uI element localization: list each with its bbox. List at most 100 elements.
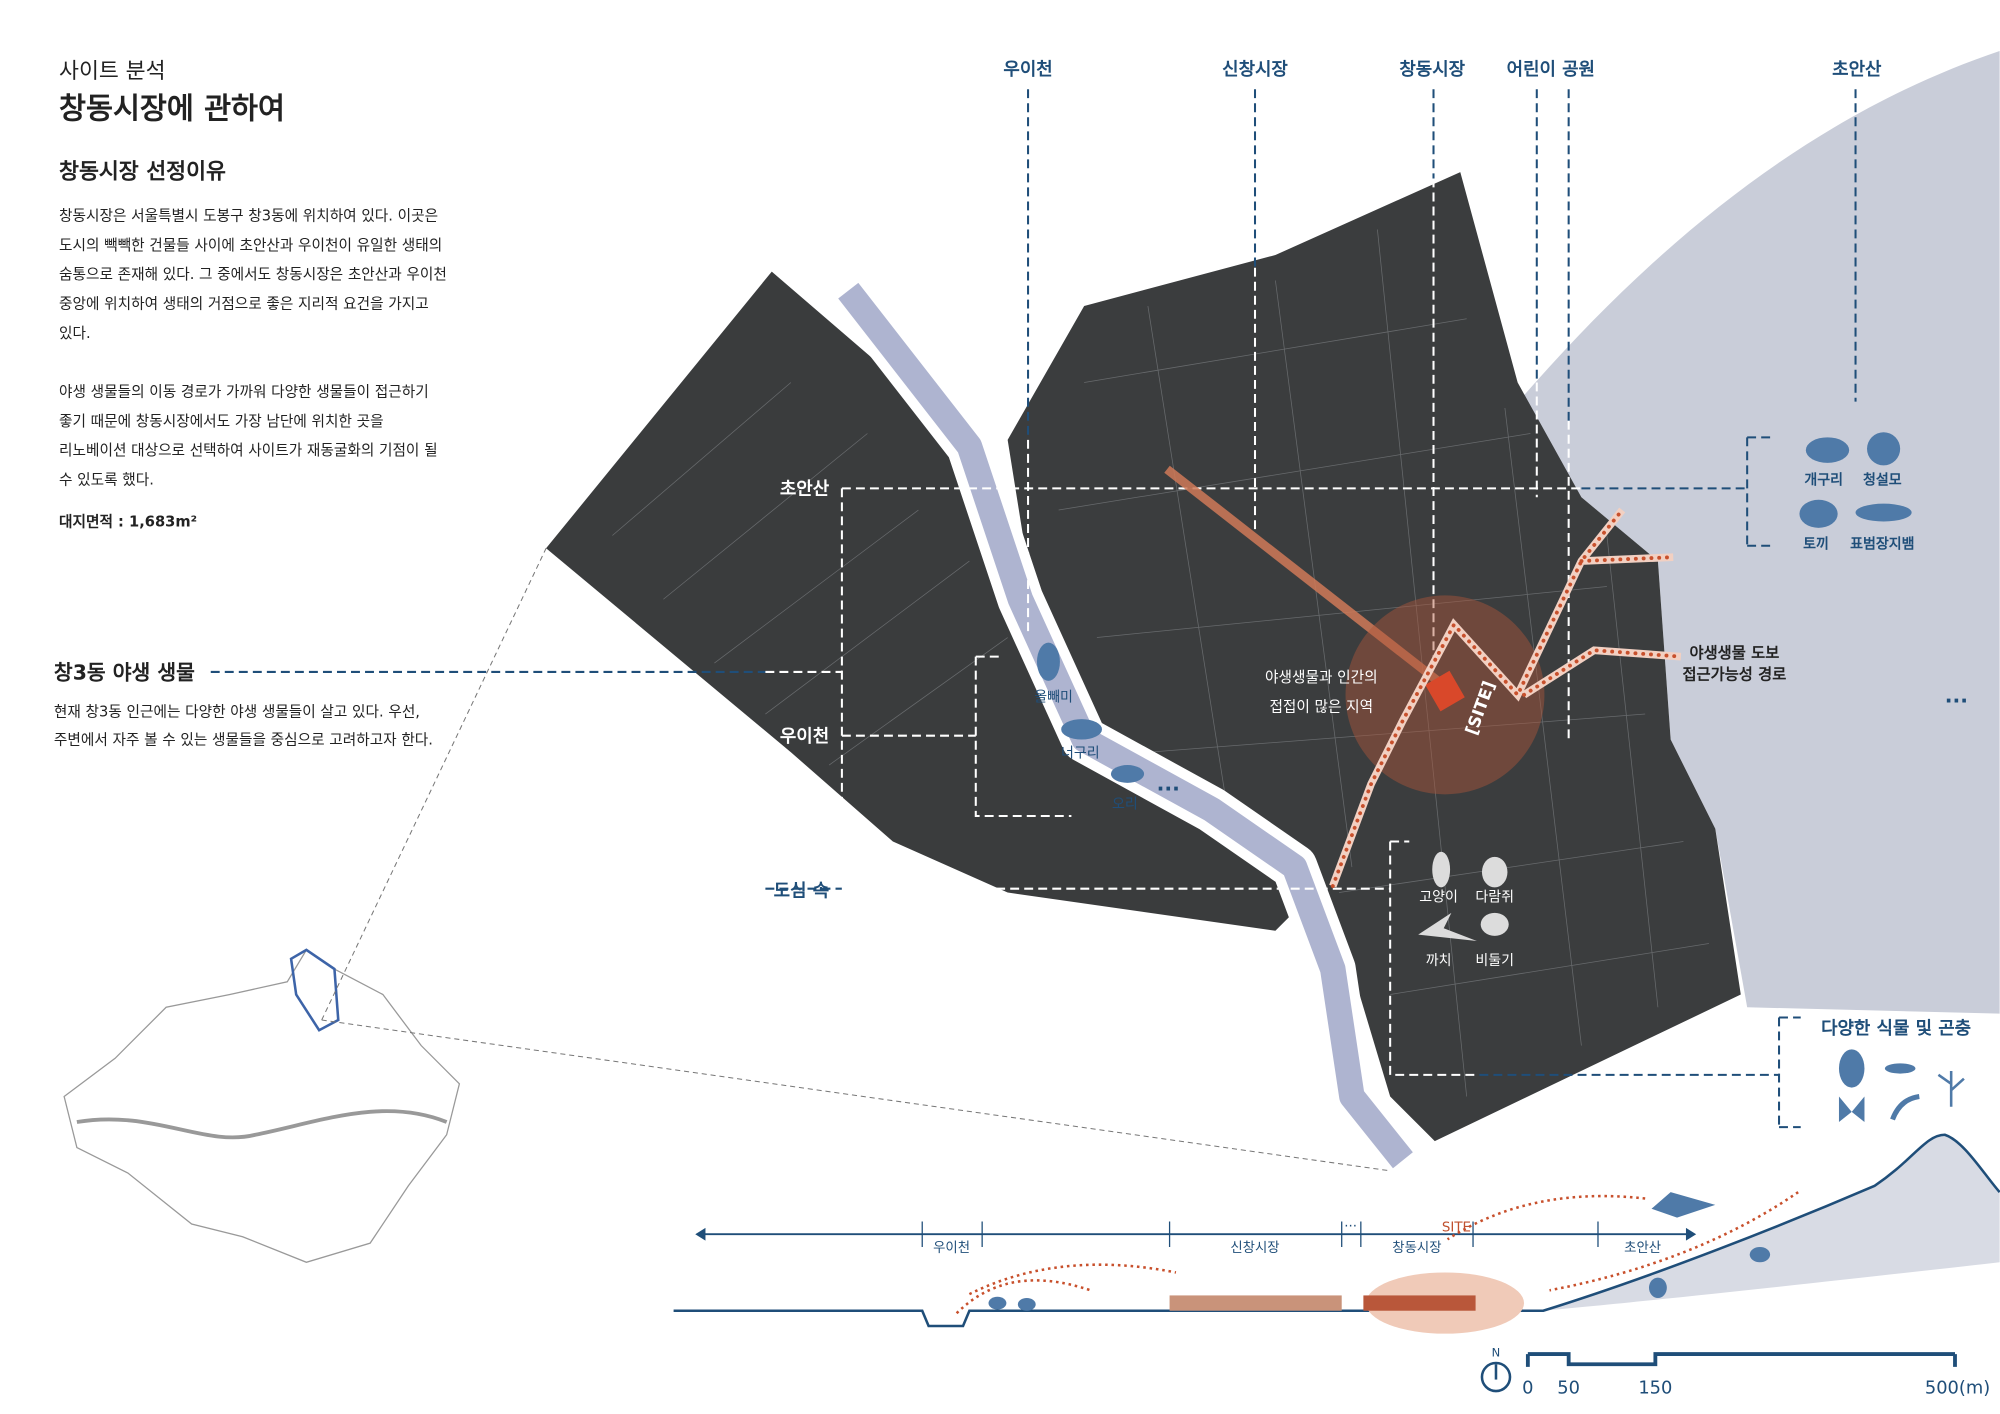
ground-line: [673, 1133, 2000, 1328]
more-ellipsis: ...: [1157, 772, 1180, 796]
animal-label: 청설모: [1863, 473, 1902, 489]
site-block: [1425, 670, 1465, 712]
seoul-map: [63, 948, 461, 1263]
animal-label: 올빼미: [1034, 689, 1073, 705]
animal-label: 고양이: [1419, 889, 1458, 905]
text-line: 좋기 때문에 창동시장에서도 가장 남단에 위치한 곳을: [59, 413, 384, 430]
squirrel-icon: [1648, 1277, 1667, 1298]
river-water: [838, 282, 1413, 1169]
site-area: 대지면적 : 1,683m²: [59, 513, 197, 531]
section-label: 신창시장: [1230, 1240, 1279, 1256]
north-arrow-icon: [1480, 1361, 1512, 1393]
paragraph-1: 창동시장은 서울특별시 도봉구 창3동에 위치하여 있다. 이곳은 도시의 빽빽…: [59, 208, 447, 342]
label-uicheon: 우이천: [1003, 59, 1052, 80]
mountain-animals: 개구리 청설모 토끼 표범장지뱀: [1799, 432, 1915, 552]
changdong-market-block: [1363, 1295, 1476, 1311]
page-title: 창동시장에 관하여: [59, 92, 285, 126]
contact-zone-label: 접접이 많은 지역: [1269, 698, 1373, 715]
scale-tick: 500(m): [1925, 1378, 1990, 1399]
side-label-stream: 우이천: [780, 726, 829, 747]
category-label: 사이트 분석: [59, 59, 166, 84]
label-childrens-park: 어린이 공원: [1507, 59, 1595, 80]
section-label: 초안산: [1624, 1240, 1661, 1256]
duck-icon: [988, 1296, 1007, 1310]
dobong-district: [289, 948, 340, 1032]
scale-tick: 150: [1638, 1378, 1672, 1399]
wildlife-title: 창3동 야생 생물: [54, 661, 195, 685]
axis-ticks: [921, 1221, 1599, 1247]
rabbit-icon: [1749, 1246, 1771, 1263]
bird-icon: [1651, 1192, 1716, 1218]
market-street-ramp: [1164, 465, 1451, 693]
ant-icon: [1884, 1063, 1916, 1074]
paragraph-2: 야생 생물들의 이동 경로가 가까워 다양한 생물들이 접근하기 좋기 때문에 …: [59, 384, 438, 489]
route-label: 접근가능성 경로: [1682, 666, 1786, 684]
cat-icon: [1432, 851, 1451, 888]
label-changdong-market: 창동시장: [1399, 59, 1465, 80]
mountain-area: [1524, 51, 2000, 1014]
wildlife-route: [1329, 507, 1683, 889]
animal-label: 토끼: [1803, 536, 1829, 552]
worm-icon: [1890, 1093, 1920, 1121]
scale-bar: N 0 50 150 500(m): [1480, 1346, 1990, 1399]
section-dots: ···: [1344, 1219, 1357, 1234]
urban-map-west: [546, 271, 1314, 931]
stream-animals: 올빼미 너구리 오리 ...: [1034, 642, 1180, 812]
pigeon-icon: [1480, 912, 1509, 936]
text-line: 수 있도록 했다.: [59, 472, 154, 489]
north-label: N: [1492, 1346, 1501, 1360]
side-label-city: 도심 속: [774, 880, 829, 901]
plants-insects-icons: [1838, 1049, 1965, 1123]
text-line: 창동시장은 서울특별시 도봉구 창3동에 위치하여 있다. 이곳은: [59, 208, 438, 225]
animal-label: 개구리: [1804, 473, 1843, 489]
city-animals: 고양이 다람쥐 까치 비둘기: [1418, 851, 1514, 969]
zoom-connector: [321, 548, 1388, 1171]
text-line: 주변에서 자주 볼 수 있는 생물들을 중심으로 고려하고자 한다.: [54, 732, 433, 749]
animal-label: 표범장지뱀: [1850, 535, 1914, 552]
frog-icon: [1805, 437, 1850, 463]
text-line: 현재 창3동 인근에는 다양한 야생 생물들이 살고 있다. 우선,: [54, 704, 420, 721]
animal-label: 까치: [1426, 953, 1452, 969]
section-label: 우이천: [933, 1240, 970, 1256]
text-line: 중앙에 위치하여 생태의 거점으로 좋은 지리적 요건을 가지고: [59, 296, 429, 313]
text-line: 있다.: [59, 325, 91, 342]
urban-map-east: [1007, 172, 1741, 1142]
raccoon-icon: [1017, 1297, 1036, 1311]
animal-label: 비둘기: [1475, 953, 1514, 969]
herb-icon: [1937, 1071, 1965, 1107]
leader-lines: [210, 89, 1857, 1129]
rabbit-icon: [1799, 499, 1838, 528]
more-ellipsis: ...: [1945, 684, 1968, 708]
text-line: 숨통으로 존재해 있다. 그 중에서도 창동시장은 초안산과 우이천: [59, 266, 447, 283]
text-line: 도시의 빽빽한 건물들 사이에 초안산과 우이천이 유일한 생태의: [59, 237, 442, 254]
scale-tick: 0: [1522, 1378, 1533, 1399]
text-line: 리노베이션 대상으로 선택하여 사이트가 재동굴화의 기점이 될: [59, 442, 438, 459]
butterfly-icon: [1838, 1096, 1865, 1123]
duck-icon: [1110, 765, 1145, 783]
magpie-icon: [1418, 912, 1477, 941]
lizard-icon: [1855, 503, 1912, 522]
squirrel-icon: [1481, 856, 1508, 888]
sinchang-market-block: [1169, 1295, 1342, 1311]
mountain-profile: [1543, 1134, 2000, 1311]
contact-zone-label: 야생생물과 인간의: [1265, 669, 1378, 686]
text-line: 야생 생물들의 이동 경로가 가까워 다양한 생물들이 접근하기: [59, 384, 429, 401]
tree-icon: [1838, 1049, 1865, 1088]
raccoon-icon: [1061, 719, 1103, 740]
section-site-label: SITE: [1442, 1221, 1471, 1236]
animal-label: 다람쥐: [1475, 889, 1514, 905]
squirrel-icon: [1867, 432, 1901, 466]
owl-icon: [1036, 642, 1060, 681]
scale-tick: 50: [1557, 1378, 1580, 1399]
section-title: 창동시장 선정이유: [59, 160, 226, 185]
han-river: [76, 1109, 448, 1140]
animal-label: 너구리: [1061, 745, 1100, 761]
side-label-mountain: 초안산: [780, 479, 830, 500]
animal-label: 오리: [1112, 796, 1138, 812]
route-label: 야생생물 도보: [1690, 644, 1780, 662]
cross-section: 우이천 신창시장 창동시장 초안산 SITE ···: [673, 1133, 2000, 1334]
section-label: 창동시장: [1392, 1240, 1441, 1256]
label-choansan: 초안산: [1832, 59, 1882, 80]
label-sinchang-market: 신창시장: [1222, 59, 1288, 80]
